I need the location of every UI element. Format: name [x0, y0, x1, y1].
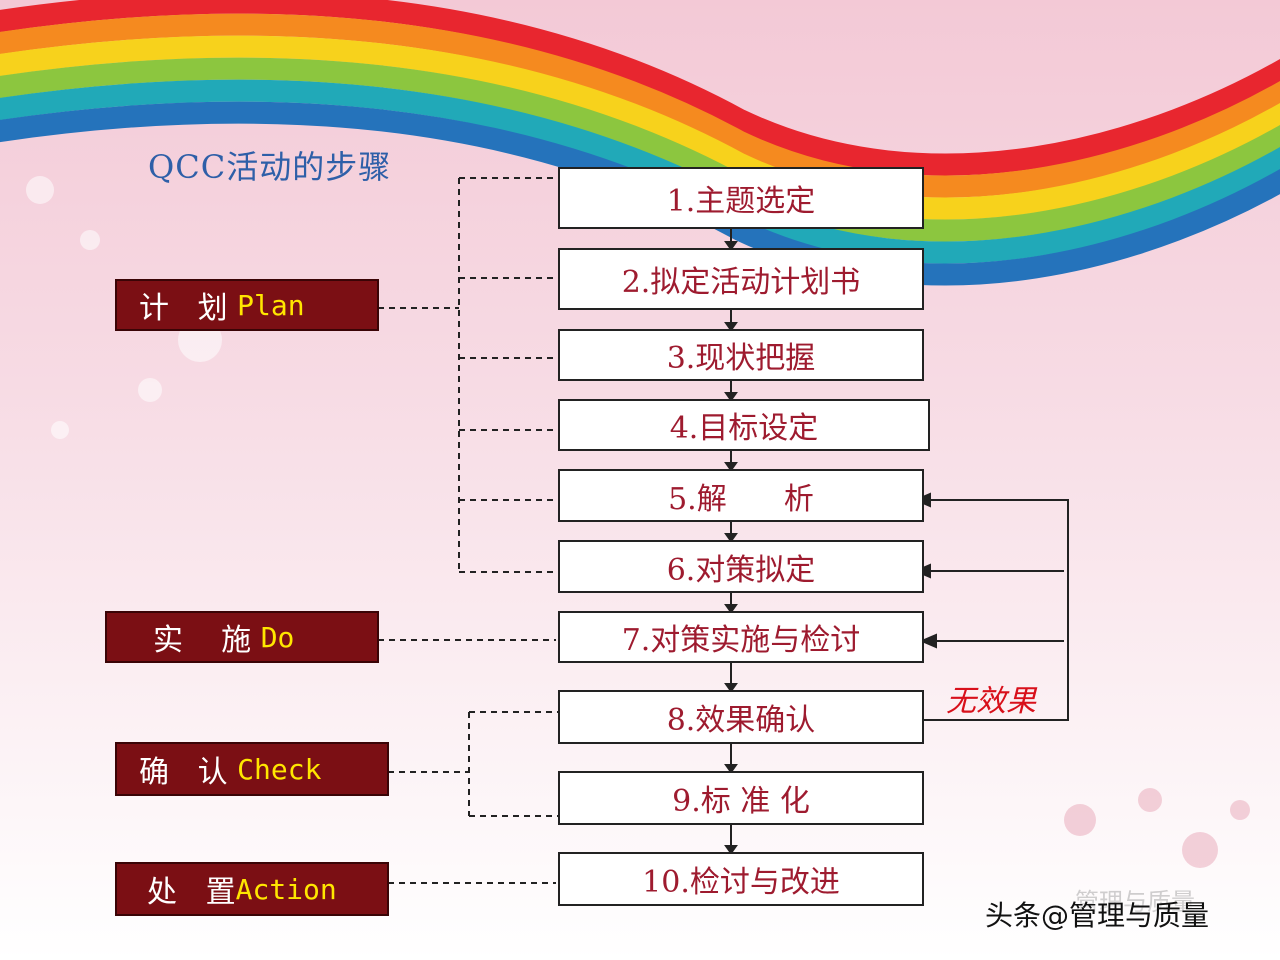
- phase-action-en: Action: [235, 872, 337, 906]
- rainbow-decoration: [0, 0, 1280, 286]
- watermark: 头条@管理与质量: [985, 899, 1210, 932]
- phase-check-en: Check: [237, 752, 322, 786]
- page-title: QCC活动的步骤: [148, 148, 392, 186]
- phase-do: 实 施 Do: [105, 611, 379, 663]
- step-9-box: 9.标 准 化: [558, 771, 924, 825]
- phase-action-cn: 处 置: [147, 875, 236, 910]
- phase-plan: 计 划 Plan: [115, 279, 379, 331]
- step-3-box: 3.现状把握: [558, 329, 924, 381]
- step-1-box: 1.主题选定: [558, 167, 924, 229]
- phase-plan-cn: 计 划: [139, 291, 238, 326]
- phase-check: 确 认 Check: [115, 742, 389, 796]
- phase-plan-en: Plan: [237, 288, 305, 322]
- step-2-box: 2.拟定活动计划书: [558, 248, 924, 310]
- dashed-connectors: [378, 177, 562, 884]
- phase-do-cn: 实 施: [153, 623, 261, 658]
- step-arrows: [724, 229, 738, 855]
- step-5-box: 5.解 析: [558, 469, 924, 522]
- flower-decoration-bottom: [1064, 788, 1250, 868]
- phase-check-cn: 确 认: [139, 755, 238, 790]
- watermark-ghost: 管理与质量: [1075, 888, 1195, 916]
- phase-do-en: Do: [260, 620, 295, 654]
- step-7-box: 7.对策实施与检讨: [558, 611, 924, 663]
- no-effect-label: 无效果: [946, 684, 1036, 719]
- step-6-box: 6.对策拟定: [558, 540, 924, 593]
- step-8-box: 8.效果确认: [558, 690, 924, 744]
- step-10-box: 10.检讨与改进: [558, 852, 924, 906]
- step-4-box: 4.目标设定: [558, 399, 930, 451]
